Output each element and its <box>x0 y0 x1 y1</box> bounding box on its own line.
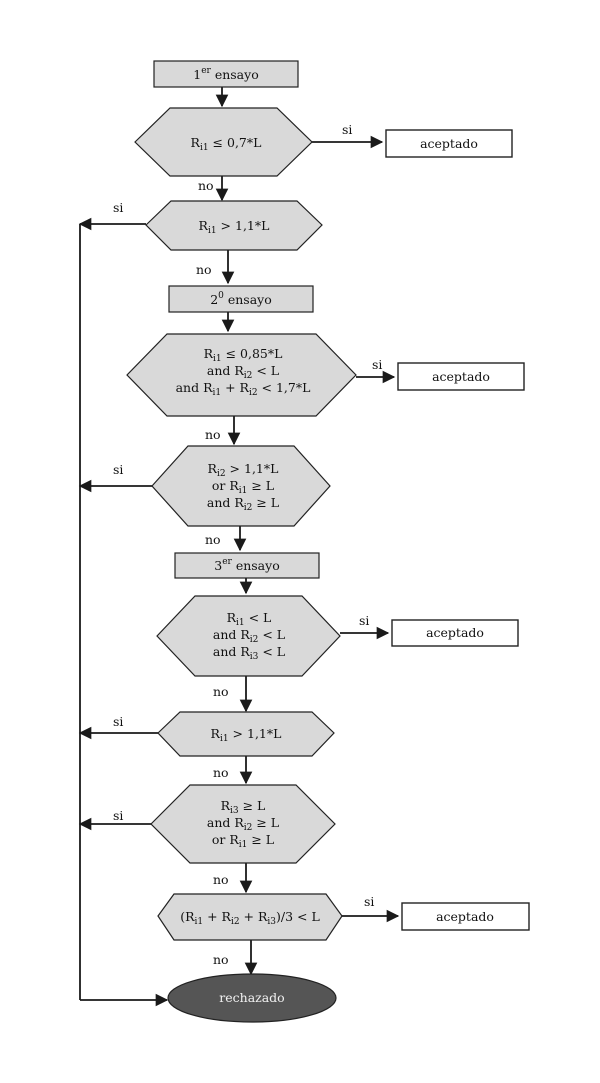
label-no: no <box>213 684 229 699</box>
decision-d4-line-2: or Ri1 ≥ L <box>212 478 274 496</box>
decision-d1-line-1: Ri1 ≤ 0,7*L <box>191 135 262 153</box>
label-no: no <box>196 262 212 277</box>
decision-d3: Ri1 ≤ 0,85*L and Ri2 < L and Ri1 + Ri2 <… <box>126 333 357 417</box>
step-first-label: 1er ensayo <box>193 66 258 82</box>
label-si: si <box>113 200 123 215</box>
outcome-rejected-label: rechazado <box>219 990 284 1005</box>
decision-d5-line-1: Ri1 < L <box>227 610 272 628</box>
step-first: 1er ensayo <box>153 60 299 88</box>
outcome-accepted-1: aceptado <box>385 129 513 158</box>
outcome-accepted-label: aceptado <box>420 136 478 151</box>
step-third-label: 3er ensayo <box>214 557 279 573</box>
outcome-accepted-label: aceptado <box>432 369 490 384</box>
decision-d2: Ri1 > 1,1*L <box>145 200 323 251</box>
decision-d4-line-1: Ri2 > 1,1*L <box>208 461 279 479</box>
decision-d6: Ri1 > 1,1*L <box>157 711 335 757</box>
label-no: no <box>198 178 214 193</box>
decision-d8-line-1: (Ri1 + Ri2 + Ri3)/3 < L <box>180 909 320 927</box>
decision-d5-line-2: and Ri2 < L <box>213 627 285 645</box>
outcome-accepted-2: aceptado <box>397 362 525 391</box>
outcome-rejected: rechazado <box>167 973 337 1023</box>
label-no: no <box>205 532 221 547</box>
decision-d2-line-1: Ri1 > 1,1*L <box>199 218 270 236</box>
label-si: si <box>359 613 369 628</box>
decision-d7-line-2: and Ri2 ≥ L <box>207 815 279 833</box>
label-si: si <box>113 462 123 477</box>
label-si: si <box>113 714 123 729</box>
step-second: 20 ensayo <box>168 285 314 313</box>
decision-d4: Ri2 > 1,1*L or Ri1 ≥ L and Ri2 ≥ L <box>151 445 331 527</box>
decision-d8: (Ri1 + Ri2 + Ri3)/3 < L <box>157 893 343 941</box>
label-no: no <box>205 427 221 442</box>
label-no: no <box>213 952 229 967</box>
label-si: si <box>342 122 352 137</box>
label-si: si <box>372 357 382 372</box>
outcome-accepted-label: aceptado <box>436 909 494 924</box>
decision-d5: Ri1 < L and Ri2 < L and Ri3 < L <box>156 595 341 677</box>
edge-labels: si no si no si no si no si no si no si n… <box>113 122 382 967</box>
edges <box>78 87 400 1007</box>
label-si: si <box>113 808 123 823</box>
outcome-accepted-3: aceptado <box>391 619 519 647</box>
decision-d7-line-1: Ri3 ≥ L <box>221 798 266 816</box>
decision-d6-line-1: Ri1 > 1,1*L <box>211 726 282 744</box>
step-third: 3er ensayo <box>174 552 320 579</box>
decision-d5-line-3: and Ri3 < L <box>213 644 285 662</box>
decision-d7-line-3: or Ri1 ≥ L <box>212 832 274 850</box>
outcome-accepted-4: aceptado <box>401 902 530 931</box>
outcome-accepted-label: aceptado <box>426 625 484 640</box>
decision-d1: Ri1 ≤ 0,7*L <box>134 107 313 177</box>
decision-d7: Ri3 ≥ L and Ri2 ≥ L or Ri1 ≥ L <box>150 784 336 864</box>
decision-d3-line-3: and Ri1 + Ri2 < 1,7*L <box>176 380 311 398</box>
decision-d3-line-2: and Ri2 < L <box>207 363 279 381</box>
step-second-label: 20 ensayo <box>210 291 272 307</box>
label-no: no <box>213 872 229 887</box>
label-no: no <box>213 765 229 780</box>
label-si: si <box>364 894 374 909</box>
decision-d3-line-1: Ri1 ≤ 0,85*L <box>204 346 283 364</box>
decision-d4-line-3: and Ri2 ≥ L <box>207 495 279 513</box>
